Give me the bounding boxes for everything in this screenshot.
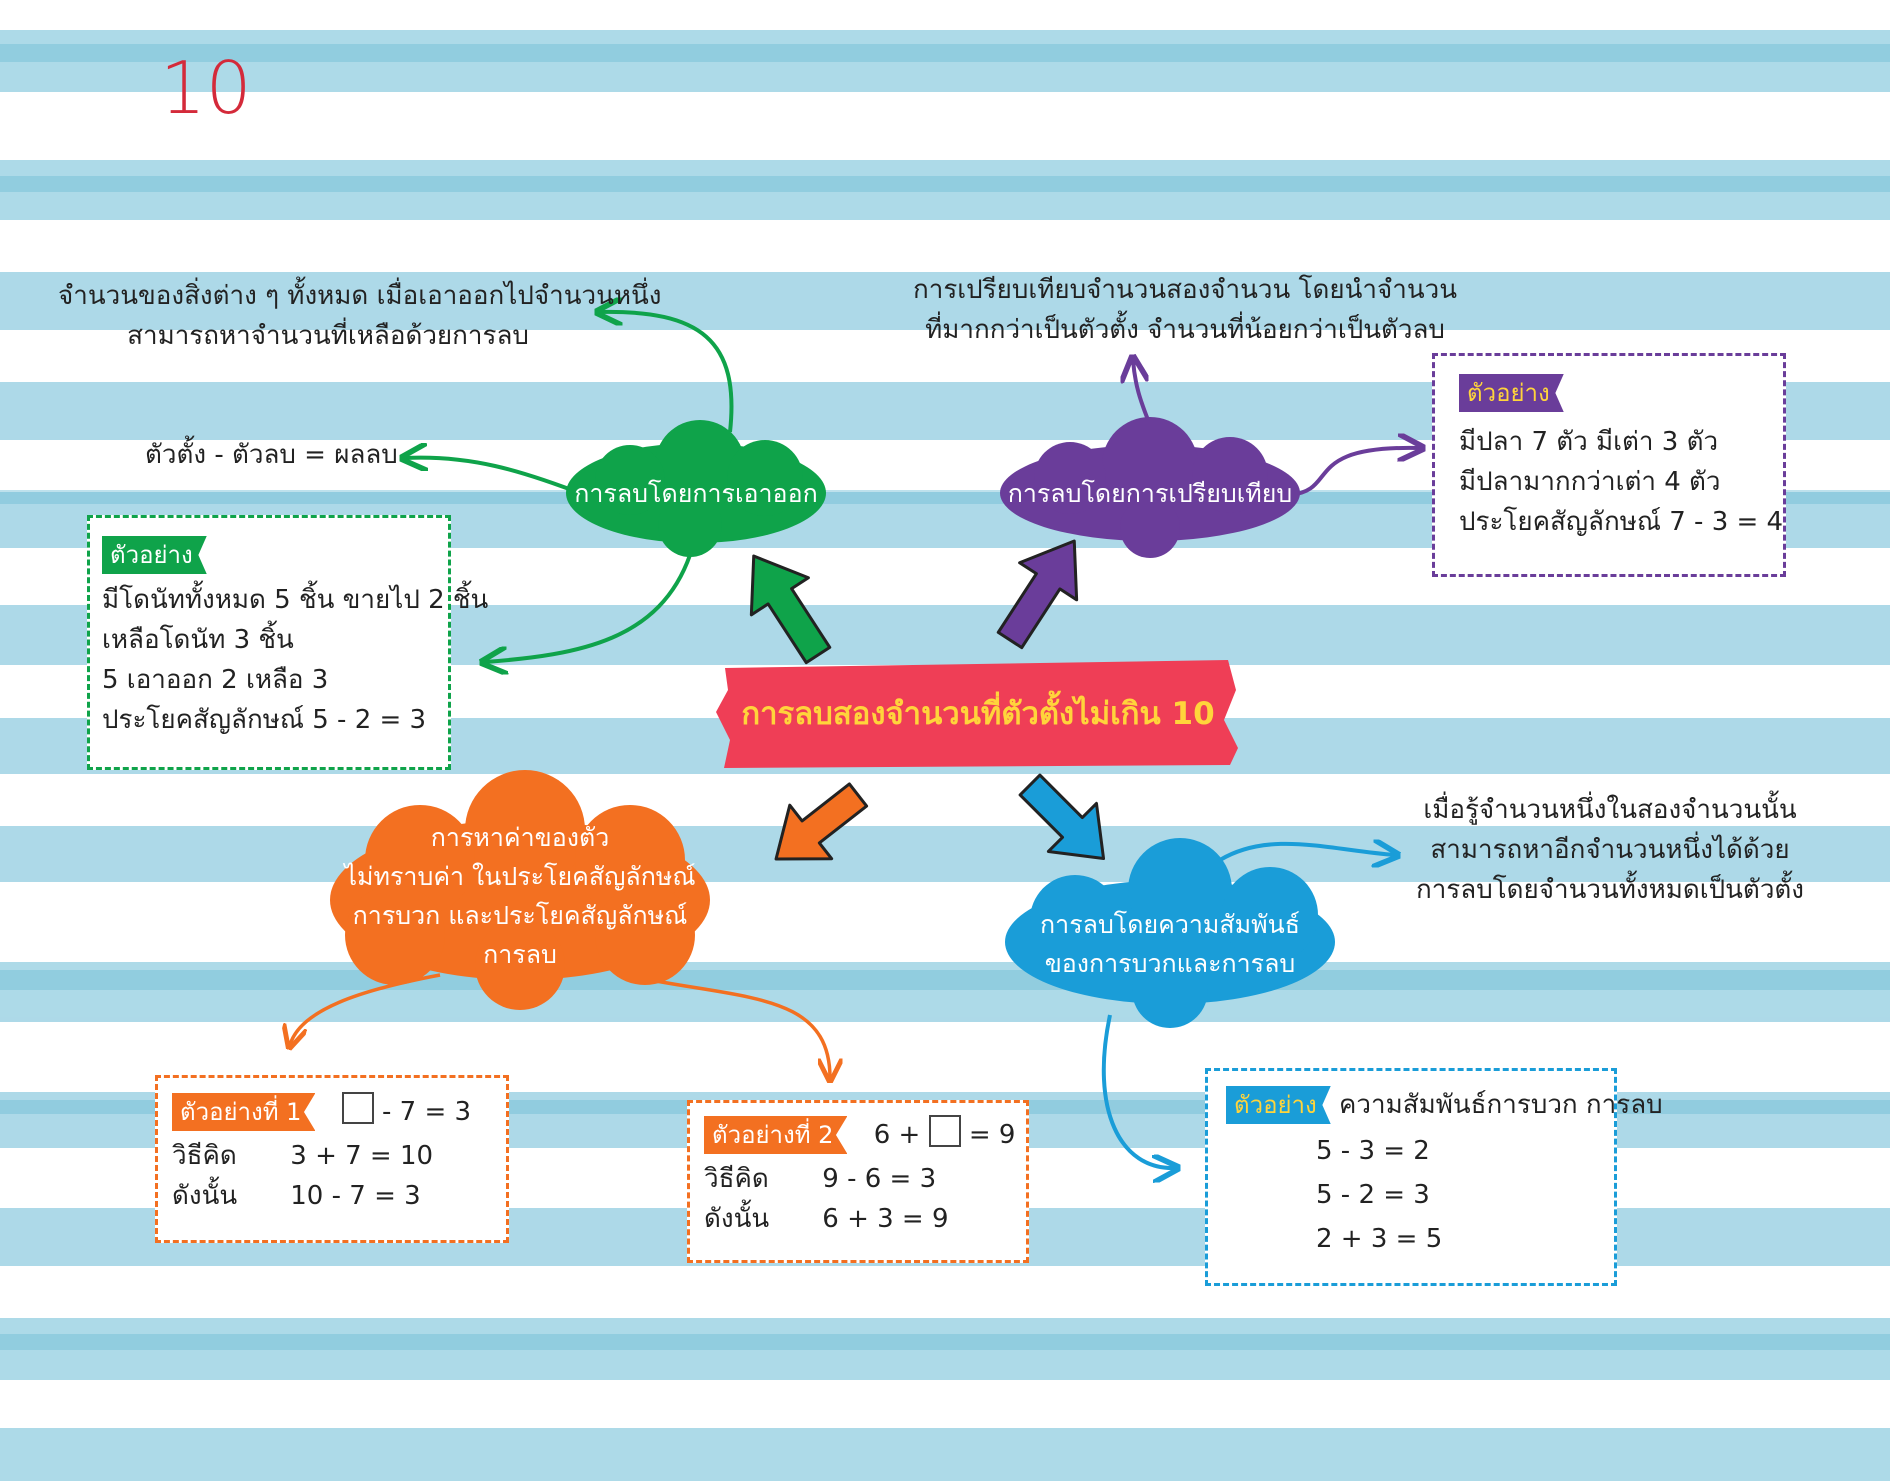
orange-example-2-think-label: วิธีคิด xyxy=(704,1164,769,1194)
orange-connector-ex2 xyxy=(624,973,830,1078)
blue-big-arrow xyxy=(1018,773,1106,861)
orange-example-1-so: 10 - 7 = 3 xyxy=(290,1181,421,1211)
blue-example-title: ความสัมพันธ์การบวก การลบ xyxy=(1339,1090,1663,1120)
orange-example-2-so: 6 + 3 = 9 xyxy=(822,1204,949,1234)
orange-example-2-box: ตัวอย่างที่ 2 6 + = 9 วิธีคิด 9 - 6 = 3 … xyxy=(687,1100,1029,1263)
purple-connector-top xyxy=(1133,360,1152,426)
blue-connector-example xyxy=(1101,1014,1175,1168)
blue-cloud-line: การลบโดยความสัมพันธ์ xyxy=(1040,910,1300,939)
green-example-line: มีโดนัททั้งหมด 5 ชิ้น ขายไป 2 ชิ้น xyxy=(102,585,489,615)
green-cloud-label: การลบโดยการเอาออก xyxy=(574,479,818,508)
blue-connector-note xyxy=(1218,844,1395,860)
green-note-line: จำนวนของสิ่งต่าง ๆ ทั้งหมด เมื่อเอาออกไป… xyxy=(58,281,662,311)
green-example-line: 5 เอาออก 2 เหลือ 3 xyxy=(102,665,329,695)
orange-connector-ex1 xyxy=(290,973,441,1045)
purple-cloud xyxy=(1000,417,1300,558)
orange-example-2-tag: ตัวอย่างที่ 2 xyxy=(704,1116,848,1154)
orange-example-1-think-label: วิธีคิด xyxy=(172,1141,237,1171)
purple-definition-note: การเปรียบเทียบจำนวนสองจำนวน โดยนำจำนวน ท… xyxy=(905,270,1465,350)
orange-cloud xyxy=(330,770,710,1010)
orange-example-1-box: ตัวอย่างที่ 1 - 7 = 3 วิธีคิด 3 + 7 = 10… xyxy=(155,1075,509,1243)
orange-example-1-equation: - 7 = 3 xyxy=(381,1097,472,1127)
purple-example-box: ตัวอย่าง มีปลา 7 ตัว มีเต่า 3 ตัว มีปลาม… xyxy=(1432,353,1786,577)
center-banner-shape xyxy=(716,660,1238,768)
orange-cloud-label: การหาค่าของตัว ไม่ทราบค่า ในประโยคสัญลัก… xyxy=(340,818,700,974)
green-cloud xyxy=(566,420,826,557)
unknown-box-icon xyxy=(341,1092,374,1124)
blue-example-box: ตัวอย่าง ความสัมพันธ์การบวก การลบ 5 - 3 … xyxy=(1205,1068,1663,1286)
blue-cloud xyxy=(1005,838,1335,1028)
orange-example-1-tag: ตัวอย่างที่ 1 xyxy=(172,1093,316,1131)
purple-example-tag: ตัวอย่าง xyxy=(1459,374,1564,412)
green-example-line: ประโยคสัญลักษณ์ 5 - 2 = 3 xyxy=(102,705,427,735)
orange-cloud-line: การบวก และประโยคสัญลักษณ์ xyxy=(352,901,688,930)
green-note-line: สามารถหาจำนวนที่เหลือด้วยการลบ xyxy=(127,321,529,351)
orange-example-1-so-label: ดังนั้น xyxy=(172,1181,238,1211)
green-big-arrow xyxy=(749,554,832,665)
purple-big-arrow xyxy=(996,539,1079,650)
orange-example-2-so-label: ดังนั้น xyxy=(704,1204,770,1234)
blue-note-line: เมื่อรู้จำนวนหนึ่งในสองจำนวนนั้น xyxy=(1423,795,1797,825)
orange-example-2-equation-pre: 6 + xyxy=(873,1120,921,1150)
purple-cloud-label: การลบโดยการเปรียบเทียบ xyxy=(1007,479,1293,508)
unknown-box-icon xyxy=(928,1115,961,1147)
blue-note-line: สามารถหาอีกจำนวนหนึ่งได้ด้วย xyxy=(1430,835,1790,865)
green-example-line: เหลือโดนัท 3 ชิ้น xyxy=(102,625,294,655)
orange-example-2-think: 9 - 6 = 3 xyxy=(822,1164,937,1194)
blue-cloud-label: การลบโดยความสัมพันธ์ ของการบวกและการลบ xyxy=(1030,905,1310,983)
green-formula: ตัวตั้ง - ตัวลบ = ผลลบ xyxy=(145,440,398,470)
purple-note-line: การเปรียบเทียบจำนวนสองจำนวน โดยนำจำนวน xyxy=(912,275,1457,305)
blue-example-tag: ตัวอย่าง xyxy=(1226,1086,1331,1124)
orange-cloud-line: การลบ xyxy=(483,940,557,969)
purple-example-line: มีปลา 7 ตัว มีเต่า 3 ตัว xyxy=(1459,427,1719,457)
orange-big-arrow xyxy=(774,782,869,861)
green-example-tag: ตัวอย่าง xyxy=(102,536,207,574)
blue-example-line: 5 - 2 = 3 xyxy=(1316,1180,1430,1210)
page-number: 10 xyxy=(160,46,252,130)
green-connector-example xyxy=(485,554,692,662)
green-connector-formula xyxy=(405,458,586,497)
center-title: การลบสองจำนวนที่ตัวตั้งไม่เกิน 10 xyxy=(741,696,1215,732)
green-connector-top xyxy=(600,312,734,433)
blue-example-line: 2 + 3 = 5 xyxy=(1316,1224,1443,1254)
blue-example-line: 5 - 3 = 2 xyxy=(1316,1136,1430,1166)
purple-note-line: ที่มากกว่าเป็นตัวตั้ง จำนวนที่น้อยกว่าเป… xyxy=(925,315,1445,345)
purple-example-line: มีปลามากกว่าเต่า 4 ตัว xyxy=(1459,467,1721,497)
orange-example-2-equation-post: = 9 xyxy=(968,1120,1016,1150)
blue-note-line: การลบโดยจำนวนทั้งหมดเป็นตัวตั้ง xyxy=(1415,875,1805,905)
orange-example-1-think: 3 + 7 = 10 xyxy=(290,1141,434,1171)
blue-definition-note: เมื่อรู้จำนวนหนึ่งในสองจำนวนนั้น สามารถห… xyxy=(1410,790,1810,910)
orange-cloud-line: ไม่ทราบค่า ในประโยคสัญลักษณ์ xyxy=(344,862,696,891)
green-definition-note: จำนวนของสิ่งต่าง ๆ ทั้งหมด เมื่อเอาออกไป… xyxy=(58,276,662,356)
blue-cloud-line: ของการบวกและการลบ xyxy=(1044,949,1296,978)
purple-connector-example xyxy=(1289,448,1420,497)
green-example-box: ตัวอย่าง มีโดนัททั้งหมด 5 ชิ้น ขายไป 2 ช… xyxy=(87,515,489,770)
orange-cloud-line: การหาค่าของตัว xyxy=(430,823,610,852)
purple-example-line: ประโยคสัญลักษณ์ 7 - 3 = 4 xyxy=(1459,507,1784,537)
